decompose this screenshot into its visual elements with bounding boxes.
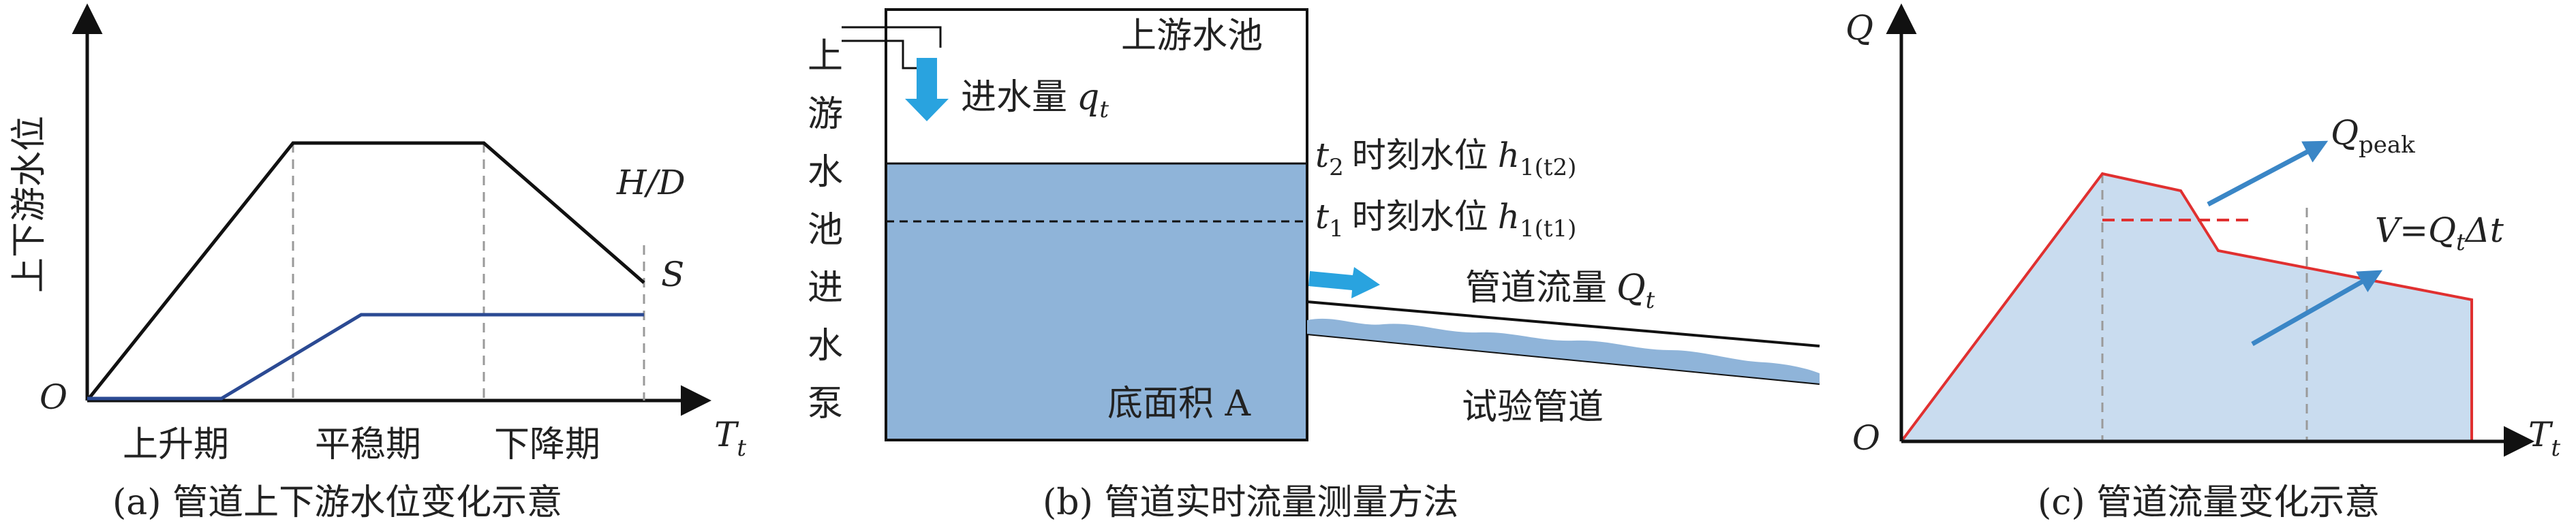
b-pipe-top [1306,300,1820,347]
panel-c: Q O Tt Qpeak V=QtΔt (c) 管道流量变化示意 [1845,3,2560,523]
b-inflow-arrow [905,58,949,121]
b-water [886,163,1307,440]
a-hd-line [86,141,645,402]
b-base-label: 底面积 A [1107,384,1252,424]
a-phase-rise: 上升期 [123,424,229,465]
b-inlet-pipe-inner [842,40,917,69]
b-pipe-water [1307,318,1820,384]
b-tank [885,8,1308,441]
a-caption: (a) 管道上下游水位变化示意 [112,482,562,523]
c-caption: (c) 管道流量变化示意 [2038,482,2380,523]
c-x-axis-label: Tt [2528,415,2560,462]
c-y-label: Q [1845,8,1873,48]
c-flow-curve [1900,172,2473,443]
c-qpeak-arrow [2207,140,2329,207]
a-y-label: 上下游水位 [9,116,50,293]
b-caption: (b) 管道实时流量测量方法 [1043,482,1458,523]
svg-text:进: 进 [808,268,843,309]
b-outflow-arrow [1308,267,1380,298]
panel-a: 上下游水位 O Tt H/D S 上升期 平稳期 下降期 (a) 管道上下游水位… [9,3,746,523]
svg-text:游: 游 [808,94,843,135]
c-area-fill [1901,174,2472,441]
c-volume-arrow [2251,270,2383,347]
b-tank-label: 上游水池 [1121,16,1263,57]
a-phase-stable: 平稳期 [315,424,421,465]
a-s-label: S [661,255,684,294]
a-phase-fall: 下降期 [494,424,600,465]
c-qpeak-label: Qpeak [2331,113,2415,159]
svg-text:池: 池 [808,210,843,251]
svg-text:上: 上 [808,36,843,77]
c-origin-label: O [1852,418,1880,458]
a-origin-label: O [40,377,67,417]
svg-text:水: 水 [808,326,843,366]
b-pipe-label: 试验管道 [1462,387,1604,428]
svg-text:泵: 泵 [808,384,843,424]
b-inlet-pipe [842,26,942,48]
svg-text:水: 水 [808,152,843,193]
a-x-axis-label: Tt [714,415,746,462]
a-hd-label: H/D [616,163,686,202]
a-s-line [87,313,644,401]
c-volume-label: V=QtΔt [2375,210,2504,256]
b-pump-label: 上 游 水 池 进 水 泵 [808,36,843,424]
